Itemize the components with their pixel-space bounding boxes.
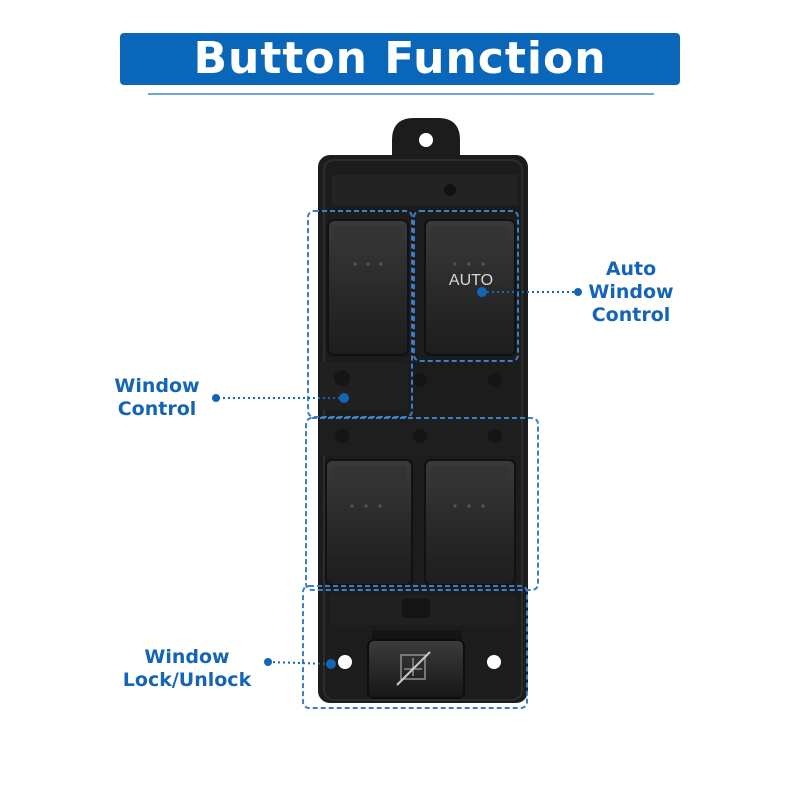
- page-title: Button Function: [193, 33, 607, 84]
- window-button-front-left: [327, 219, 409, 356]
- mounting-hole: [419, 133, 433, 147]
- title-divider: [148, 93, 654, 95]
- auto-window-highlight: [413, 210, 519, 362]
- title-banner: Button Function: [120, 33, 680, 85]
- auto-marking: AUTO: [449, 272, 493, 289]
- auto-window-button: [424, 219, 516, 356]
- rear-windows-highlight: [305, 417, 539, 591]
- window-lock-crossed-icon: [396, 651, 431, 686]
- window-control-label: Window Control: [114, 375, 200, 420]
- lock-highlight: [302, 585, 528, 709]
- window-lock-leader: [267, 661, 331, 665]
- auto-window-label: Auto Window Control: [588, 258, 674, 326]
- window-lock-label: Window Lock/Unlock: [122, 646, 252, 691]
